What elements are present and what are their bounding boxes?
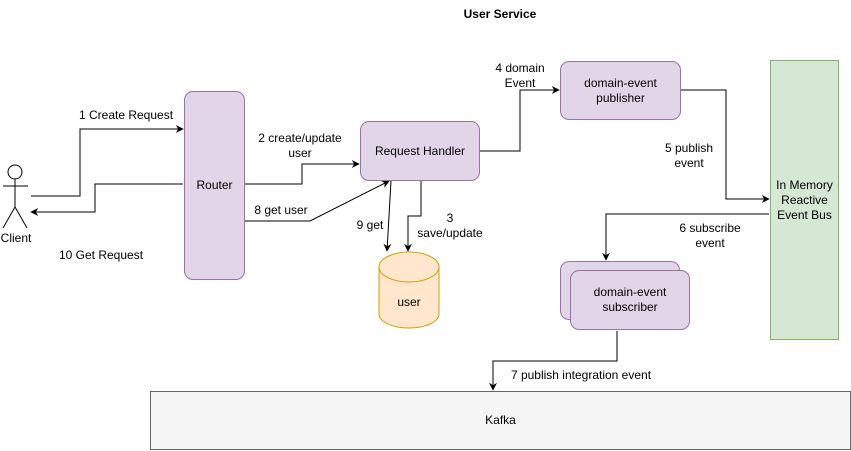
edge-6-label: 6 subscribe event [679,221,741,250]
edge-10-label: 10 Get Request [58,248,144,262]
request-handler-node: Request Handler [360,121,480,181]
edge-1-create-request [31,125,184,197]
edge-4-domain-event [480,86,560,152]
domain-event-subscriber-node: domain-event subscriber [570,270,690,330]
edge-9-label: 9 get [356,218,384,232]
edge-8-get-user [245,180,390,222]
edge-2-create-update [245,160,360,185]
in-memory-event-bus-node: In Memory Reactive Event Bus [770,60,839,340]
edge-1-label: 1 Create Request [78,108,174,122]
edge-9-get [383,180,392,252]
edge-4-label: 4 domain Event [495,61,545,90]
edge-10-get-request [30,183,183,216]
edge-7-publish-integration-event [489,331,618,391]
edge-8-label: 8 get user [254,203,308,217]
edge-2-label: 2 create/update user [258,131,342,160]
edge-5-label: 5 publish event [664,141,714,170]
user-database-cylinder [378,251,440,329]
diagram-title: User Service [463,7,537,21]
edge-5-publish-event [680,89,770,203]
client-label: Client [0,231,32,245]
user-database-label: user [397,295,421,309]
edge-6-subscribe-event [602,213,769,261]
domain-event-publisher-node: domain-event publisher [560,61,681,120]
client-actor-icon [2,164,28,229]
kafka-node: Kafka [150,391,851,450]
edge-3-label: 3 save/update [417,211,483,240]
edge-7-label: 7 publish integration event [510,368,652,382]
edge-3-save-update [404,181,422,252]
router-node: Router [184,91,245,280]
